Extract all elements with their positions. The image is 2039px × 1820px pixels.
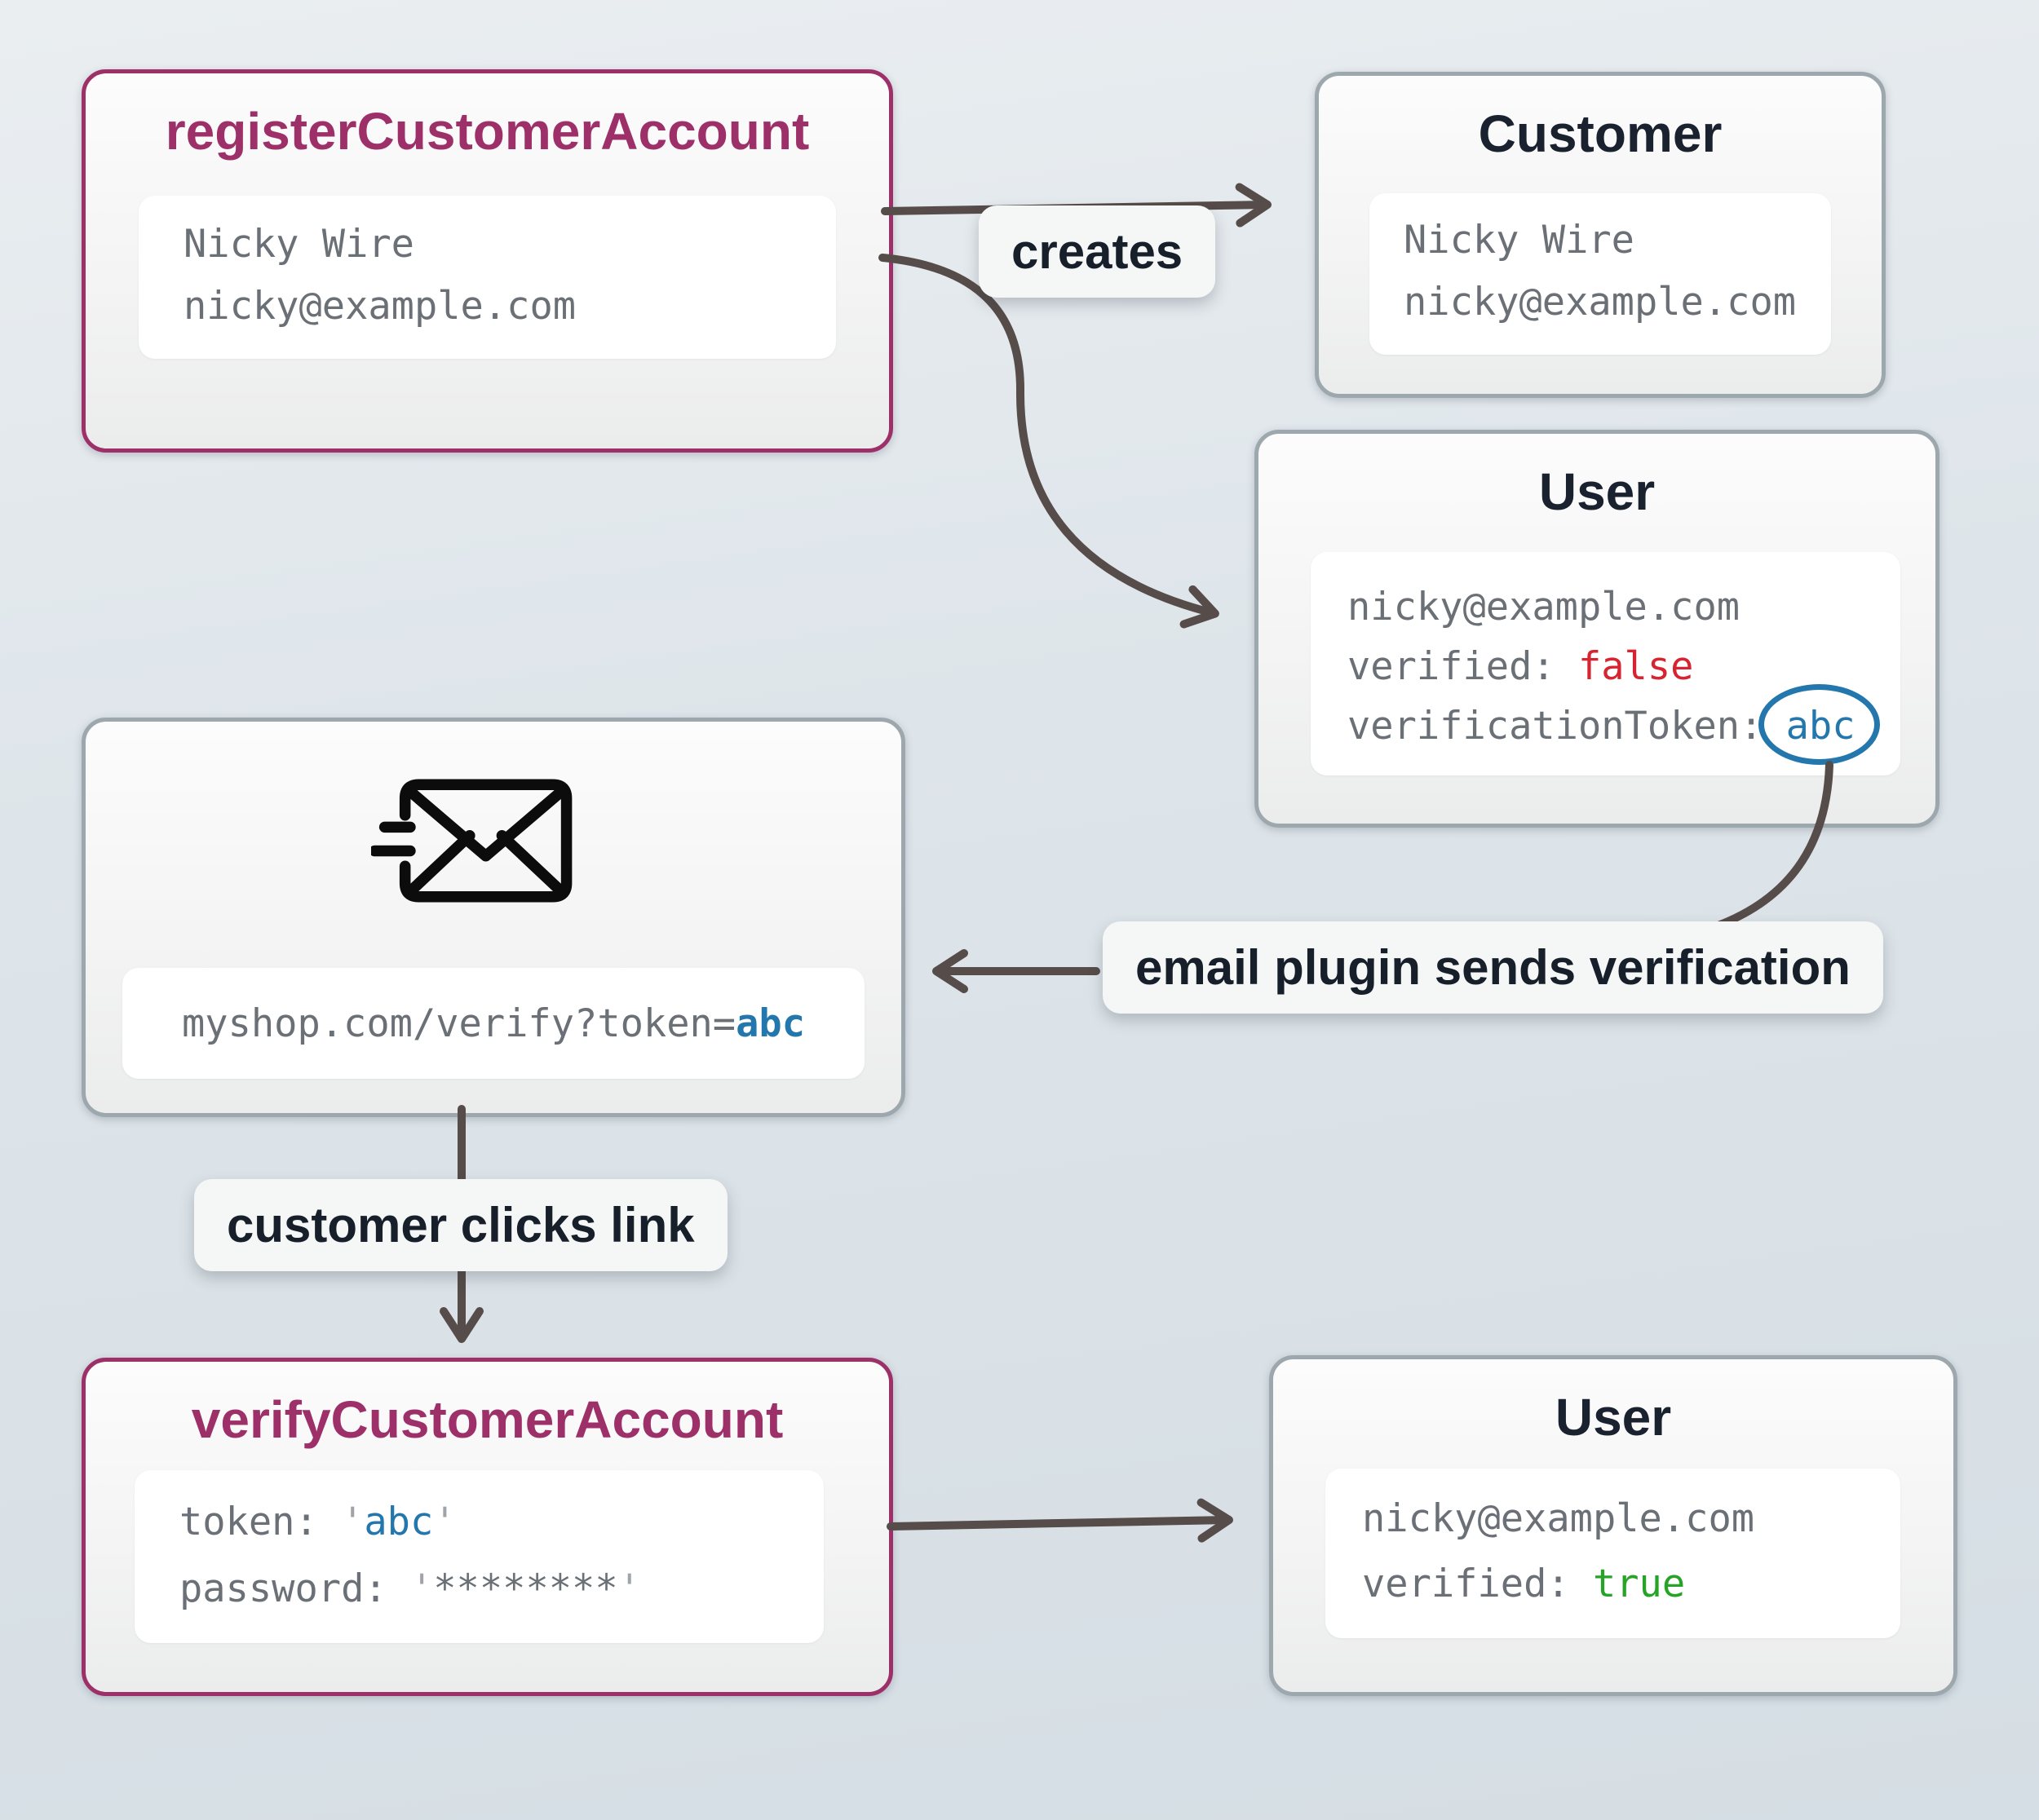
arrow-register-to-user xyxy=(878,254,1219,629)
verification-token-key: verificationToken: xyxy=(1347,704,1786,749)
node-user-unverified: User nicky@example.com verified: false v… xyxy=(1254,430,1939,828)
token-key: token: xyxy=(179,1500,342,1544)
customer-email-line: nicky@example.com xyxy=(1404,280,1797,325)
token-quote-close: ' xyxy=(433,1500,457,1544)
token-quote-open: ' xyxy=(341,1500,365,1544)
user-verified-title: User xyxy=(1555,1388,1672,1447)
verification-token-value: abc xyxy=(1758,684,1880,765)
verification-link: myshop.com/verify?token=abc xyxy=(182,1001,805,1046)
customer-record-card: Nicky Wire nicky@example.com xyxy=(1369,193,1831,355)
mail-send-icon xyxy=(369,772,575,913)
customer-title: Customer xyxy=(1478,104,1723,163)
node-verify-customer-account: verifyCustomerAccount token: 'abc' passw… xyxy=(82,1358,893,1696)
verification-link-prefix: myshop.com/verify?token= xyxy=(181,1001,736,1046)
verification-link-card: myshop.com/verify?token=abc xyxy=(122,968,865,1079)
password-quote-open: ' xyxy=(409,1566,434,1611)
edge-label-customer-clicks: customer clicks link xyxy=(194,1179,728,1271)
user-verified-record-card: nicky@example.com verified: true xyxy=(1325,1469,1900,1638)
edge-label-creates: creates xyxy=(979,205,1216,298)
user-unverified-verified-line: verified: false xyxy=(1347,644,1693,689)
customer-name-line: Nicky Wire xyxy=(1404,218,1634,263)
verify-payload-card: token: 'abc' password: '********' xyxy=(135,1470,824,1643)
edge-label-email-plugin: email plugin sends verification xyxy=(1103,921,1883,1014)
user-unverified-title: User xyxy=(1538,462,1656,521)
verified-value-false: false xyxy=(1577,644,1694,689)
node-user-verified: User nicky@example.com verified: true xyxy=(1269,1355,1957,1696)
register-name-line: Nicky Wire xyxy=(184,222,414,267)
password-value: ******** xyxy=(433,1566,618,1611)
register-email-line: nicky@example.com xyxy=(184,284,577,329)
password-quote-close: ' xyxy=(617,1566,641,1611)
user-unverified-token-line: verificationToken: abc xyxy=(1347,684,1880,765)
user-unverified-email: nicky@example.com xyxy=(1347,585,1740,629)
password-key: password: xyxy=(179,1566,410,1611)
verify-password-line: password: '********' xyxy=(179,1566,641,1611)
verified-key: verified: xyxy=(1347,644,1578,689)
verify-token-line: token: 'abc' xyxy=(179,1500,457,1544)
register-title: registerCustomerAccount xyxy=(165,102,810,161)
verification-link-token: abc xyxy=(736,1001,805,1046)
user-unverified-record-card: nicky@example.com verified: false verifi… xyxy=(1311,552,1900,775)
token-value: abc xyxy=(364,1500,434,1544)
arrow-verify-to-user xyxy=(887,1498,1233,1543)
node-email-message: myshop.com/verify?token=abc xyxy=(82,718,905,1117)
register-payload-card: Nicky Wire nicky@example.com xyxy=(139,196,836,359)
verified-key: verified: xyxy=(1362,1562,1593,1606)
node-register-customer-account: registerCustomerAccount Nicky Wire nicky… xyxy=(82,69,893,453)
user-verified-email: nicky@example.com xyxy=(1362,1496,1755,1541)
verified-value-true: true xyxy=(1592,1562,1686,1606)
node-customer: Customer Nicky Wire nicky@example.com xyxy=(1315,72,1886,398)
user-verified-verified-line: verified: true xyxy=(1362,1562,1685,1606)
verify-title: verifyCustomerAccount xyxy=(191,1390,784,1449)
